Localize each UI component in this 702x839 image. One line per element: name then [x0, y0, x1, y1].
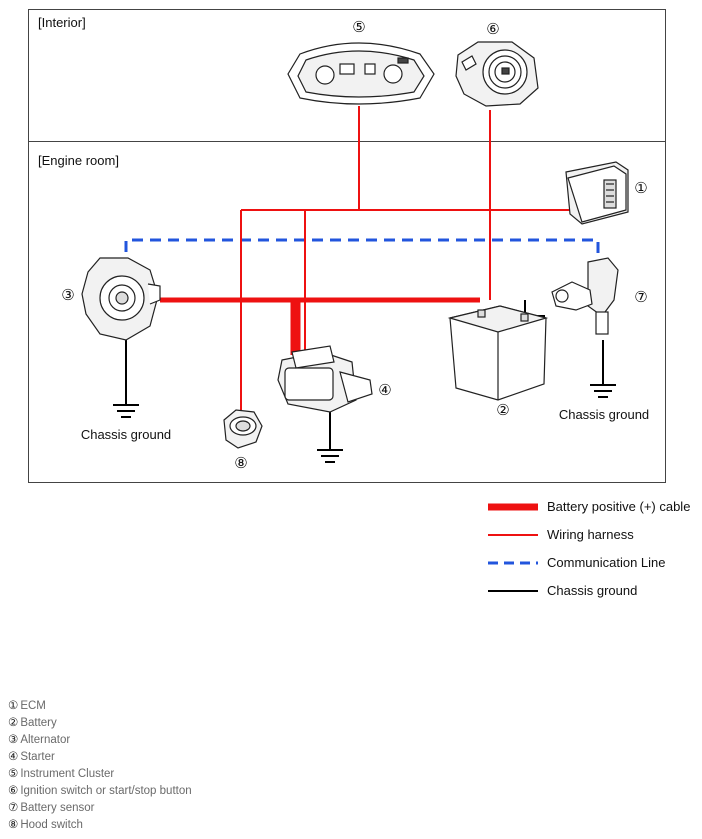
- ecm-icon: [565, 161, 629, 225]
- ground-symbol-starter: [317, 449, 343, 463]
- number-sensor: ⑦: [634, 288, 647, 306]
- ground-symbol-alternator: [113, 404, 139, 418]
- key-number: ⑤: [8, 768, 19, 780]
- wiring-harness: [240, 106, 575, 410]
- section-label-interior: [Interior]: [38, 15, 86, 30]
- key-number: ①: [8, 700, 19, 712]
- legend-label: Communication Line: [547, 555, 666, 570]
- key-label: Hood switch: [20, 819, 83, 831]
- ground-label-alternator: Chassis ground: [81, 427, 171, 442]
- number-ignition: ⑥: [486, 20, 499, 38]
- section-label-engine-room: [Engine room]: [38, 153, 119, 168]
- number-cluster: ⑤: [352, 18, 365, 36]
- instrument-cluster-icon: [287, 42, 435, 105]
- battery-positive-cable: [160, 297, 480, 355]
- ignition-switch-icon: [455, 41, 539, 107]
- number-ecm: ①: [634, 179, 647, 197]
- key-label: ECM: [20, 700, 46, 712]
- legend-label: Chassis ground: [547, 583, 637, 598]
- hood-switch-icon: [223, 409, 263, 449]
- diagram-frame: [28, 9, 666, 483]
- key-number: ②: [8, 717, 19, 729]
- alternator-icon: [81, 257, 161, 341]
- battery-icon: [447, 305, 549, 401]
- battery-sensor-icon: [551, 257, 619, 335]
- key-label: Battery: [20, 717, 57, 729]
- legend-label: Wiring harness: [547, 527, 634, 542]
- key-label: Alternator: [20, 734, 71, 746]
- number-alternator: ③: [61, 286, 74, 304]
- number-hood: ⑧: [234, 454, 247, 472]
- communication-line: [124, 238, 600, 270]
- number-battery: ②: [496, 401, 509, 419]
- key-number: ⑧: [8, 819, 19, 831]
- starter-icon: [277, 345, 373, 413]
- key-label: Ignition switch or start/stop button: [20, 785, 192, 797]
- key-label: Starter: [20, 751, 55, 763]
- key-label: Battery sensor: [20, 802, 95, 814]
- number-starter: ④: [378, 381, 391, 399]
- ground-symbol-sensor: [590, 384, 616, 398]
- legend-label: Battery positive (+) cable: [547, 499, 690, 514]
- key-number: ⑥: [8, 785, 19, 797]
- key-number: ⑦: [8, 802, 19, 814]
- wiring-diagram: [Interior] [Engine room] Chassis ground …: [28, 9, 690, 598]
- key-number: ④: [8, 751, 19, 763]
- key-number: ③: [8, 734, 19, 746]
- key-label: Instrument Cluster: [20, 768, 115, 780]
- ground-label-sensor: Chassis ground: [559, 407, 649, 422]
